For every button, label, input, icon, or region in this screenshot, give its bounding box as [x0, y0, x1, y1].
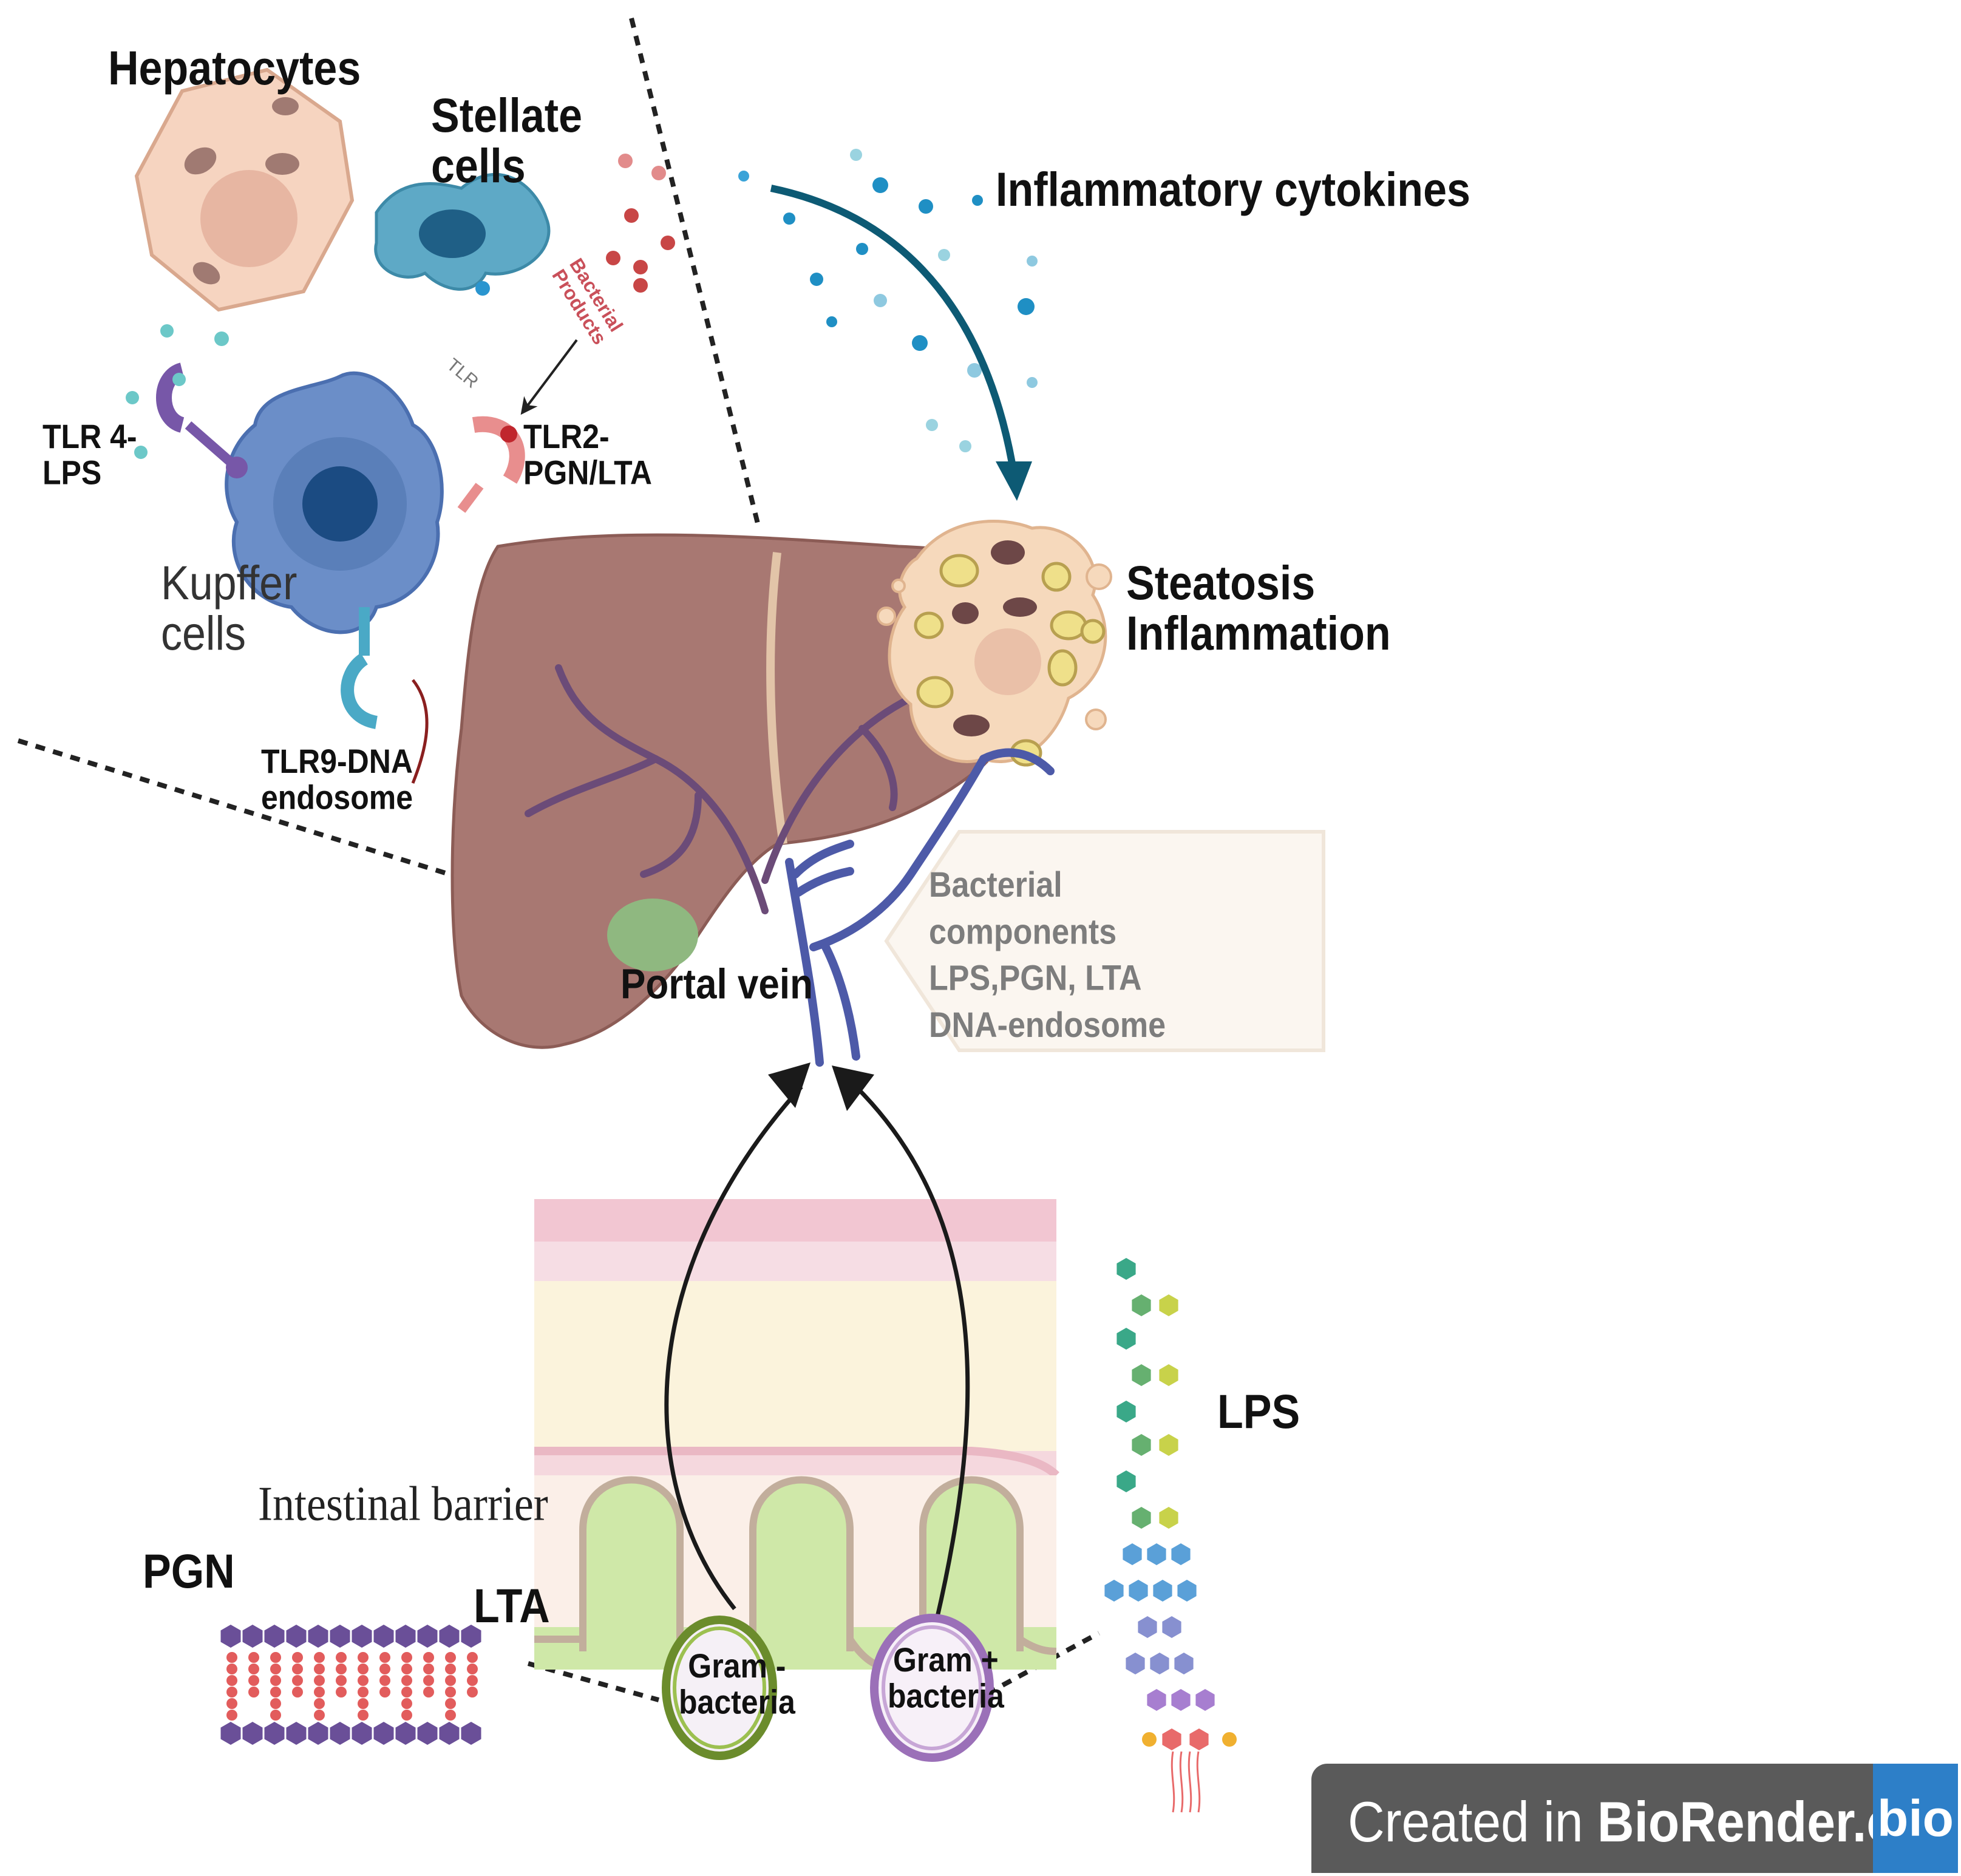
- intestinal-wall: [534, 1199, 1059, 1670]
- biorender-badge[interactable]: Created in BioRender.com bio: [1311, 1764, 1961, 1873]
- portal-vein: [785, 748, 1055, 1067]
- bacterial-products-arrow: [520, 339, 578, 415]
- ligand-dots: [126, 324, 229, 459]
- pgn-label: PGN: [143, 1545, 235, 1598]
- gram-pos-arrow: [854, 1085, 970, 1628]
- hepatocyte-cell: [134, 67, 355, 312]
- bacterial-product-dots: [606, 154, 675, 293]
- portal-vein-label: Portal vein: [620, 960, 813, 1008]
- gram-neg-arrow: [664, 1085, 803, 1611]
- kupffer-cell: [225, 371, 444, 784]
- inflammatory-cytokines-label: Inflammatory cytokines: [996, 163, 1470, 216]
- intestinal-barrier-label: Intestinal barrier: [258, 1476, 548, 1531]
- stellate-cell: [374, 172, 551, 296]
- lta-label: LTA: [474, 1579, 550, 1633]
- tlr4-receptor: [156, 362, 248, 478]
- cytokine-dots: [738, 149, 1038, 452]
- hepatocytes-label: Hepatocytes: [108, 41, 361, 95]
- tlr4-lps-label: TLR 4-LPS: [42, 417, 137, 492]
- lps-label: LPS: [1217, 1385, 1300, 1438]
- pgn-lattice: [220, 1625, 481, 1745]
- gram-negative-bacterium: [662, 1616, 777, 1760]
- biorender-logo-icon: bio: [1873, 1764, 1958, 1873]
- cytokine-arrow: [770, 185, 1018, 474]
- steatosis-cell: [877, 520, 1112, 767]
- gram-positive-label: Gram +bacteria: [888, 1640, 1004, 1715]
- bacterial-components-box: [884, 830, 1325, 1052]
- badge-text: Created in BioRender.com: [1348, 1790, 1961, 1854]
- lps-structure: [1104, 1258, 1237, 1813]
- tlr2-pgn-lta-label: TLR2-PGN/LTA: [523, 417, 653, 492]
- gram-positive-bacterium: [870, 1614, 994, 1762]
- tlr2-receptor: [457, 416, 525, 513]
- gram-negative-label: Gram -bacteria: [679, 1647, 795, 1721]
